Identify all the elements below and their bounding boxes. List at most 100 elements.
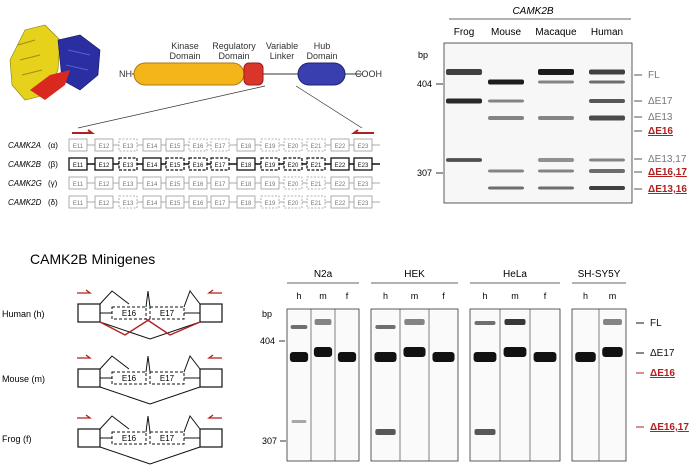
blot2-band — [289, 352, 309, 362]
exon-box — [306, 138, 326, 152]
exon-label: E23 — [358, 201, 369, 207]
exon-label: E21 — [311, 144, 322, 150]
cooh-terminus-label: COOH — [355, 69, 382, 79]
blot2-marker-307: 307 — [262, 436, 277, 446]
exon-label: E19 — [265, 163, 276, 169]
blot2-band — [291, 420, 307, 423]
blot1-band — [446, 158, 482, 162]
blot2-band — [404, 319, 425, 325]
exon-box — [210, 157, 230, 171]
exon-box — [94, 195, 114, 209]
exon-box — [353, 195, 373, 209]
exon-label: E13 — [123, 201, 134, 207]
blot2-lane-label: h — [583, 291, 588, 301]
exon-label: E18 — [241, 163, 252, 169]
exon-box — [165, 195, 185, 209]
exon-box — [165, 138, 185, 152]
exon17-label: E17 — [160, 434, 175, 443]
exon-box — [306, 157, 326, 171]
blot2-membrane — [286, 308, 360, 462]
gene-name-label: CAMK2D — [8, 198, 42, 207]
minigene-row-label: Frog (f) — [2, 434, 32, 444]
exon-label: E15 — [170, 144, 181, 150]
exon-box — [118, 195, 138, 209]
blot2-band — [290, 325, 308, 329]
exon-label: E16 — [193, 201, 204, 207]
gene-isoform-label: (γ) — [48, 179, 58, 188]
exon-label: E11 — [73, 144, 84, 150]
exon-label: E19 — [265, 144, 276, 150]
blot1-band — [446, 69, 482, 75]
exon-box — [165, 157, 185, 171]
blot2-band — [533, 352, 557, 362]
blot1-band-label: ΔE16 — [648, 126, 673, 137]
exon-box — [330, 157, 350, 171]
exon-box — [118, 138, 138, 152]
exon-box — [236, 176, 256, 190]
exon17-label: E17 — [160, 374, 175, 383]
exon-box — [68, 157, 88, 171]
blot1-band — [538, 69, 574, 75]
exon-label: E11 — [73, 201, 84, 207]
exon-label: E20 — [288, 201, 299, 207]
exon-label: E21 — [311, 163, 322, 169]
blot1-band — [589, 99, 625, 103]
blot2-band — [473, 352, 497, 362]
exon-box — [330, 195, 350, 209]
exon-box — [236, 195, 256, 209]
blot1-band — [538, 116, 574, 120]
exon-label: E22 — [335, 201, 346, 207]
exon-label: E20 — [288, 163, 299, 169]
blot2-band — [575, 352, 596, 362]
exon-box — [142, 138, 162, 152]
exon-box — [142, 176, 162, 190]
exon-box — [188, 157, 208, 171]
primer-forward-icon — [77, 354, 92, 359]
blot2-band — [403, 347, 426, 357]
blot1-band-label: ΔE13 — [648, 112, 673, 123]
exon-label: E13 — [123, 144, 134, 150]
blot2-band — [313, 347, 333, 357]
blot1-band — [488, 169, 524, 173]
blot1-band — [488, 79, 524, 85]
blot2-lane-label: m — [319, 291, 327, 301]
exon-label: E22 — [335, 163, 346, 169]
exon-label: E16 — [193, 182, 204, 188]
exon16-label: E16 — [122, 309, 137, 318]
blot2-lane-label: h — [296, 291, 301, 301]
exon17-label: E17 — [160, 309, 175, 318]
blot1-band — [488, 99, 524, 103]
exon-label: E17 — [215, 201, 226, 207]
gene-name-label: CAMK2B — [8, 160, 42, 169]
blot1-band-label: ΔE16,17 — [648, 167, 687, 178]
primer-forward-icon — [77, 289, 92, 294]
exon-label: E17 — [215, 182, 226, 188]
blot1-band — [488, 116, 524, 120]
exon-box — [118, 157, 138, 171]
gene-name-label: CAMK2G — [8, 179, 42, 188]
blot1-band — [446, 158, 482, 162]
exon-label: E22 — [335, 182, 346, 188]
exon-box — [306, 176, 326, 190]
exon-box — [353, 176, 373, 190]
exon-label: E12 — [99, 144, 110, 150]
blot1-band — [538, 186, 574, 190]
primer-reverse-icon — [351, 129, 374, 134]
blot2-membrane — [370, 308, 459, 462]
exon-box — [306, 195, 326, 209]
exon-label: E17 — [215, 163, 226, 169]
exon-label: E15 — [170, 201, 181, 207]
cell-line-label: HEK — [404, 269, 425, 280]
exon-label: E12 — [99, 201, 110, 207]
exon-box — [210, 138, 230, 152]
